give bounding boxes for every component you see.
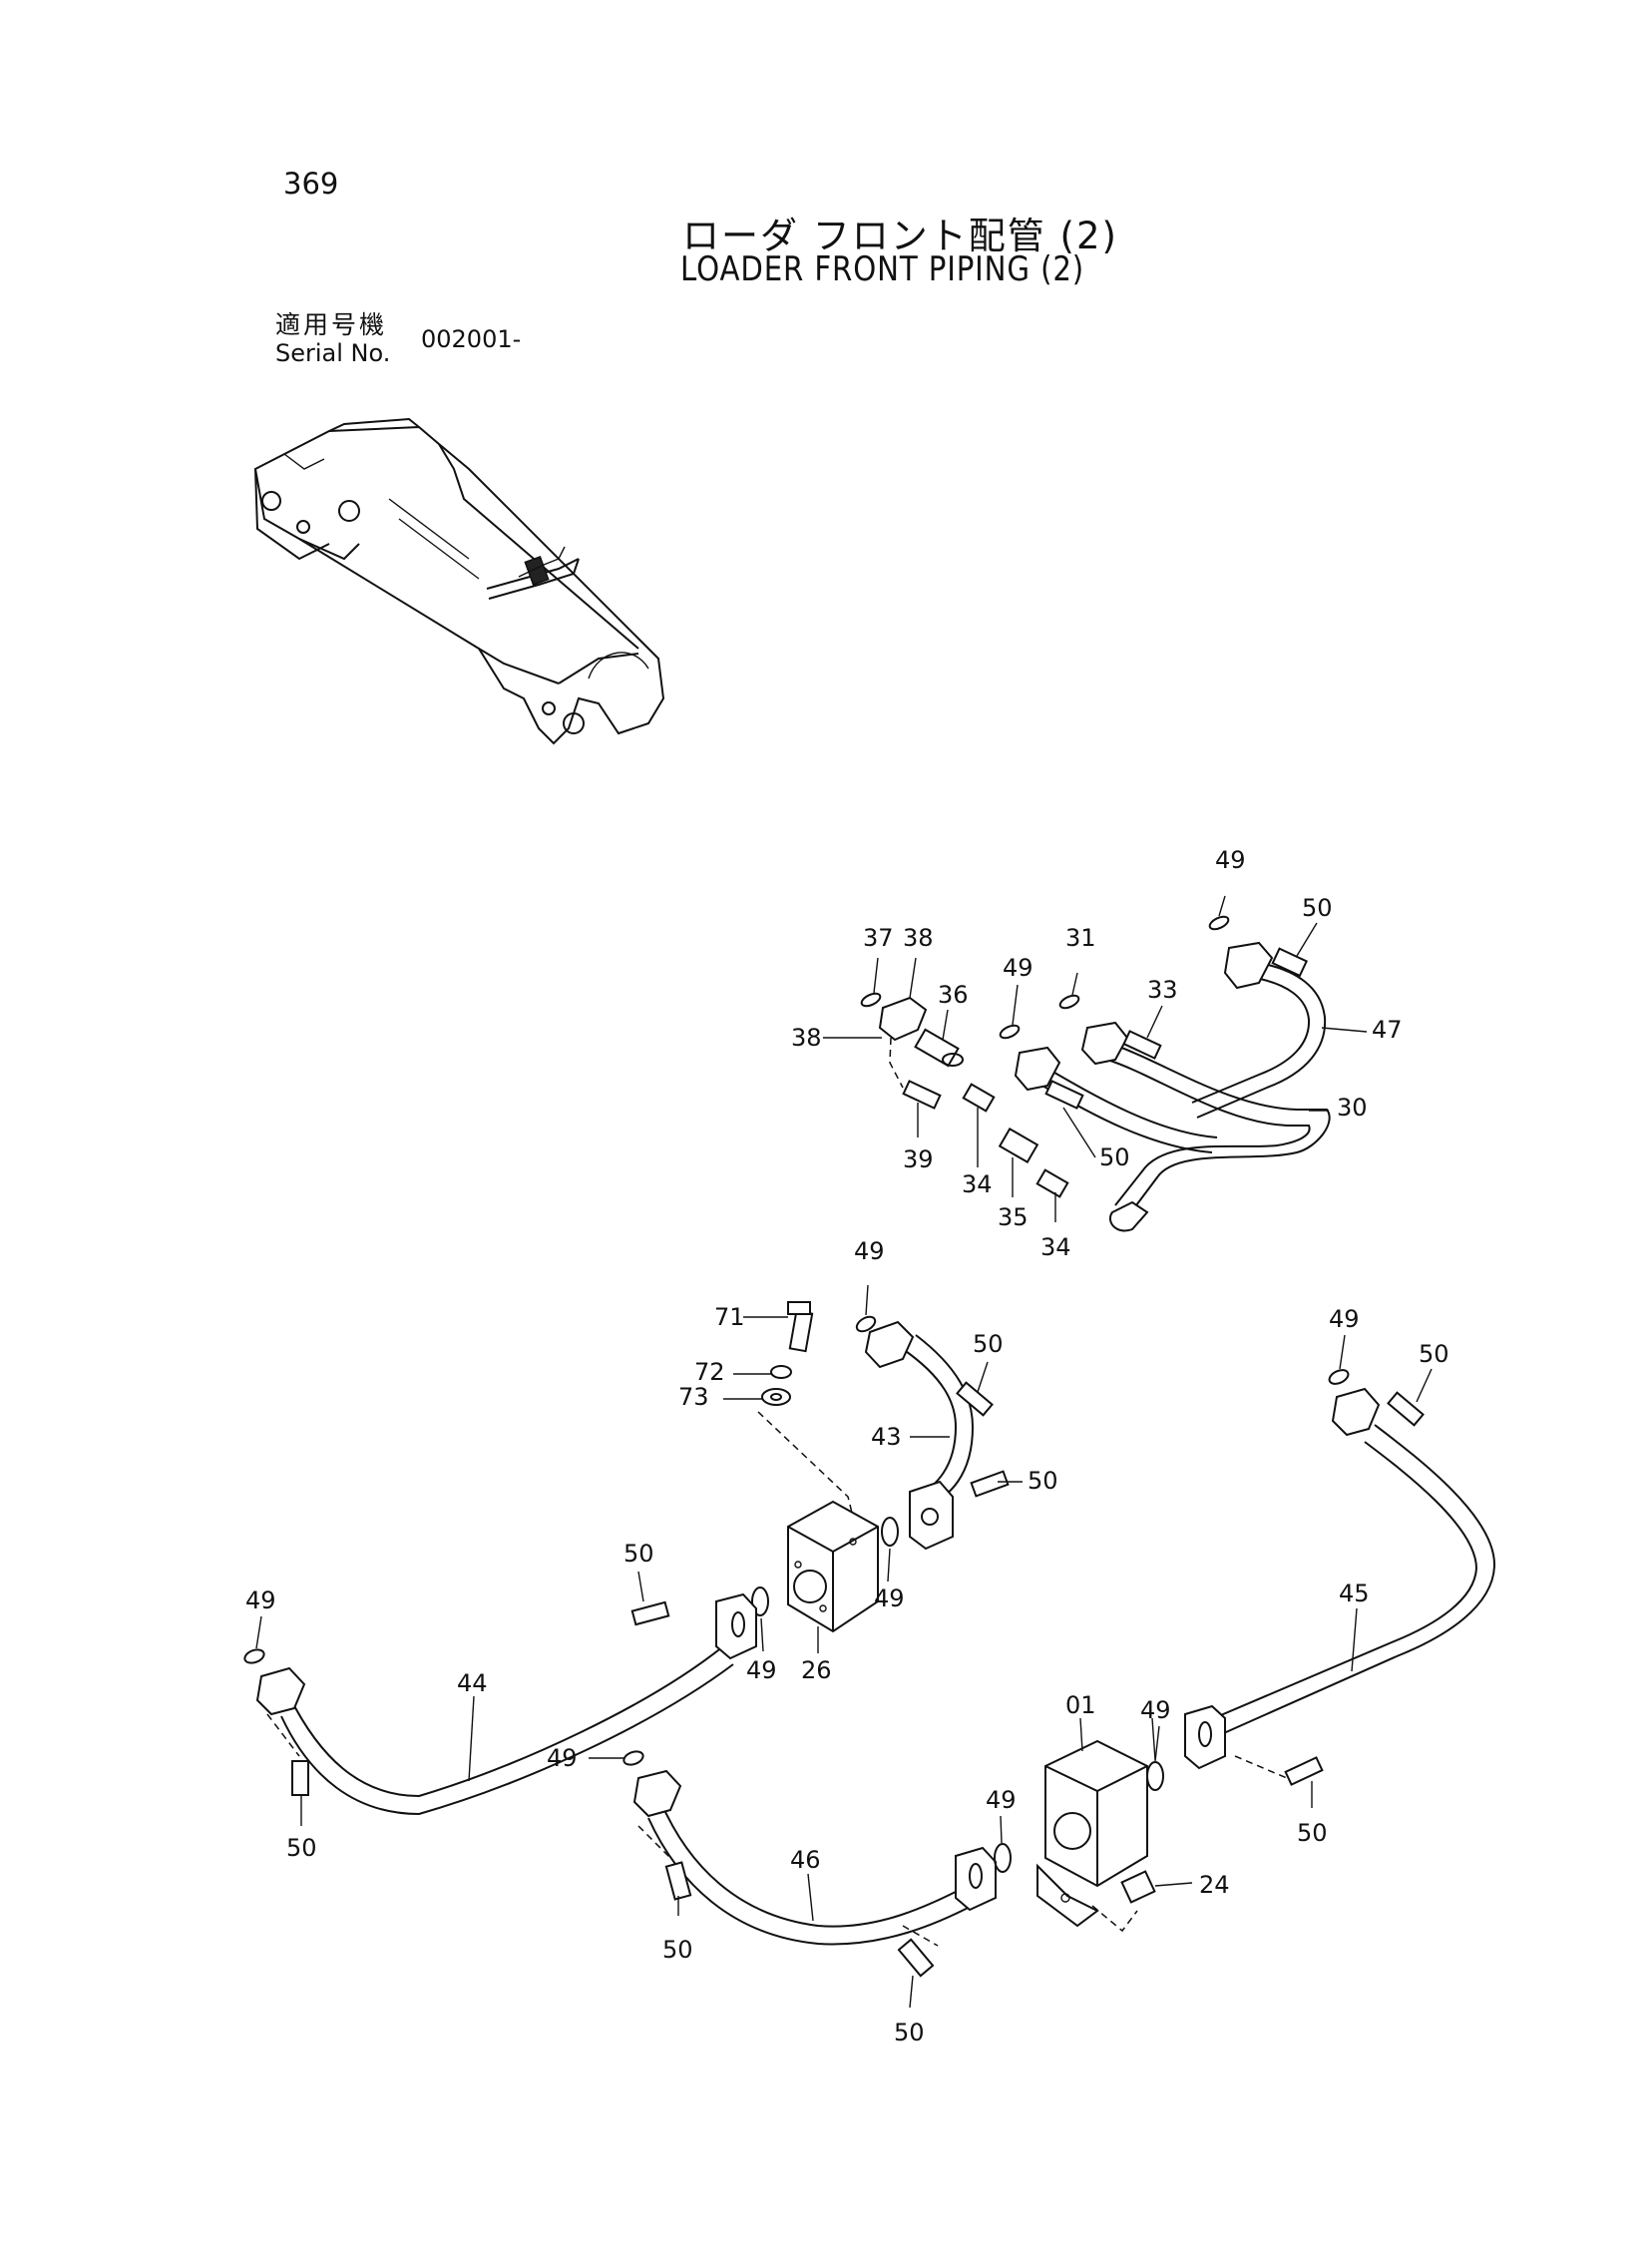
callout-49: 49 (547, 1744, 578, 1772)
callout-50: 50 (1099, 1143, 1130, 1171)
callout-44: 44 (457, 1669, 488, 1697)
page-title-jp: ローダ フロント配管 (2) (682, 215, 1118, 257)
callout-49: 49 (1215, 846, 1246, 874)
callout-26: 26 (801, 1656, 832, 1684)
pipe-46-assembly (589, 1717, 1193, 2009)
pipe-45-assembly (1146, 1334, 1496, 1808)
callout-33: 33 (1147, 976, 1178, 1004)
callout-37: 37 (863, 924, 894, 952)
callout-38: 38 (903, 924, 934, 952)
callout-49: 49 (1003, 954, 1033, 982)
callout-50: 50 (1297, 1819, 1328, 1847)
callout-01: 01 (1065, 1691, 1096, 1719)
callout-49: 49 (1140, 1696, 1171, 1724)
callout-31: 31 (1065, 924, 1096, 952)
callout-49: 49 (1329, 1305, 1360, 1333)
loader-arm-overview-sketch (253, 417, 665, 745)
callout-24: 24 (1199, 1871, 1230, 1899)
pipe-44-assembly (243, 1571, 757, 1826)
serial-label-en: Serial No. (275, 339, 391, 367)
middle-block-assembly (723, 1284, 1023, 1653)
callout-labels: 49 50 47 31 49 33 30 37 38 38 36 39 34 3… (245, 846, 1449, 2046)
callout-30: 30 (1337, 1094, 1368, 1122)
callout-35: 35 (998, 1203, 1029, 1231)
callout-34: 34 (962, 1170, 993, 1198)
callout-50: 50 (1302, 894, 1333, 922)
callout-49: 49 (874, 1585, 905, 1612)
callout-47: 47 (1372, 1016, 1403, 1044)
callout-71: 71 (714, 1303, 745, 1331)
serial-number: 002001- (421, 325, 522, 353)
callout-34: 34 (1040, 1233, 1071, 1261)
callout-72: 72 (694, 1358, 725, 1386)
serial-label-jp: 適用号機 (275, 310, 388, 339)
callout-46: 46 (790, 1846, 821, 1874)
callout-38: 38 (791, 1024, 822, 1052)
callout-49: 49 (245, 1586, 276, 1614)
page-title-en: LOADER FRONT PIPING (2) (680, 249, 1085, 289)
callout-49: 49 (746, 1656, 777, 1684)
callout-43: 43 (871, 1423, 902, 1451)
page-number: 369 (283, 167, 339, 201)
callout-50: 50 (623, 1540, 654, 1568)
upper-pipe-assembly (823, 895, 1368, 1232)
callout-50: 50 (894, 2019, 925, 2046)
callout-39: 39 (903, 1145, 934, 1173)
callout-36: 36 (938, 981, 969, 1009)
callout-50: 50 (286, 1834, 317, 1862)
callout-49: 49 (986, 1786, 1017, 1814)
callout-50: 50 (1028, 1467, 1058, 1495)
callout-73: 73 (678, 1383, 709, 1411)
callout-45: 45 (1339, 1580, 1370, 1607)
callout-50: 50 (1419, 1340, 1449, 1368)
callout-50: 50 (662, 1936, 693, 1964)
callout-50: 50 (973, 1330, 1004, 1358)
callout-49: 49 (854, 1237, 885, 1265)
